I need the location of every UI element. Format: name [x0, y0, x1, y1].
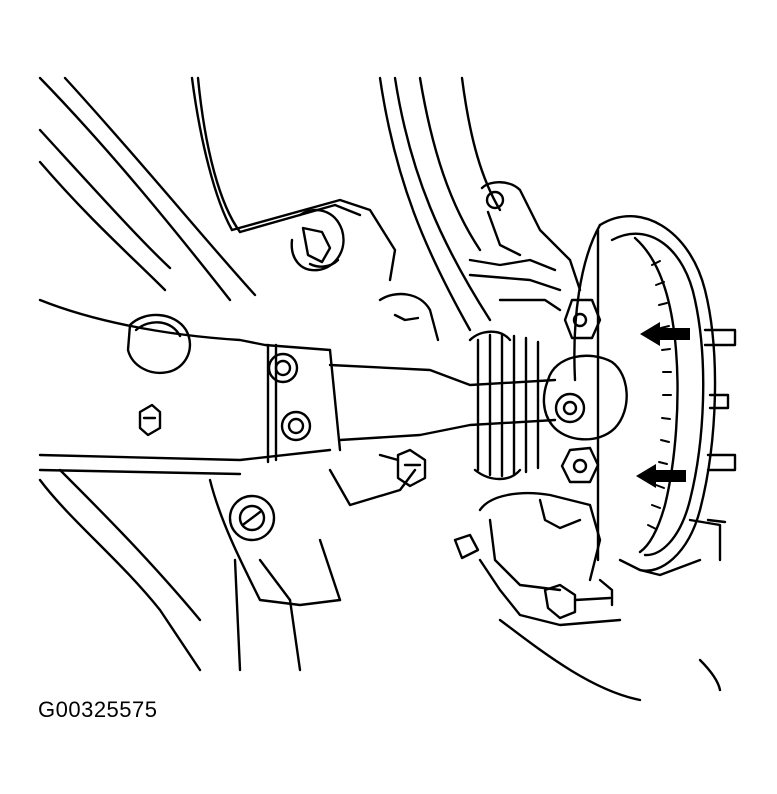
steering-knuckle	[468, 181, 602, 484]
figure-id-label: G00325575	[38, 697, 158, 722]
brake-rotor	[573, 214, 717, 572]
cv-boot	[468, 330, 540, 481]
rotor-slots	[647, 260, 672, 530]
lower-control-arm	[38, 298, 342, 476]
arm-bolts	[138, 352, 312, 542]
body-bracket	[230, 198, 397, 282]
ball-joint	[542, 354, 628, 441]
brake-caliper	[453, 491, 722, 627]
fender-outline	[38, 76, 722, 702]
upper-arrow	[640, 322, 690, 346]
wheel-studs	[703, 328, 737, 524]
lower-arrow	[636, 464, 686, 488]
tie-rod	[328, 292, 557, 488]
arm-mount	[38, 468, 417, 672]
callout-arrows	[636, 322, 690, 488]
